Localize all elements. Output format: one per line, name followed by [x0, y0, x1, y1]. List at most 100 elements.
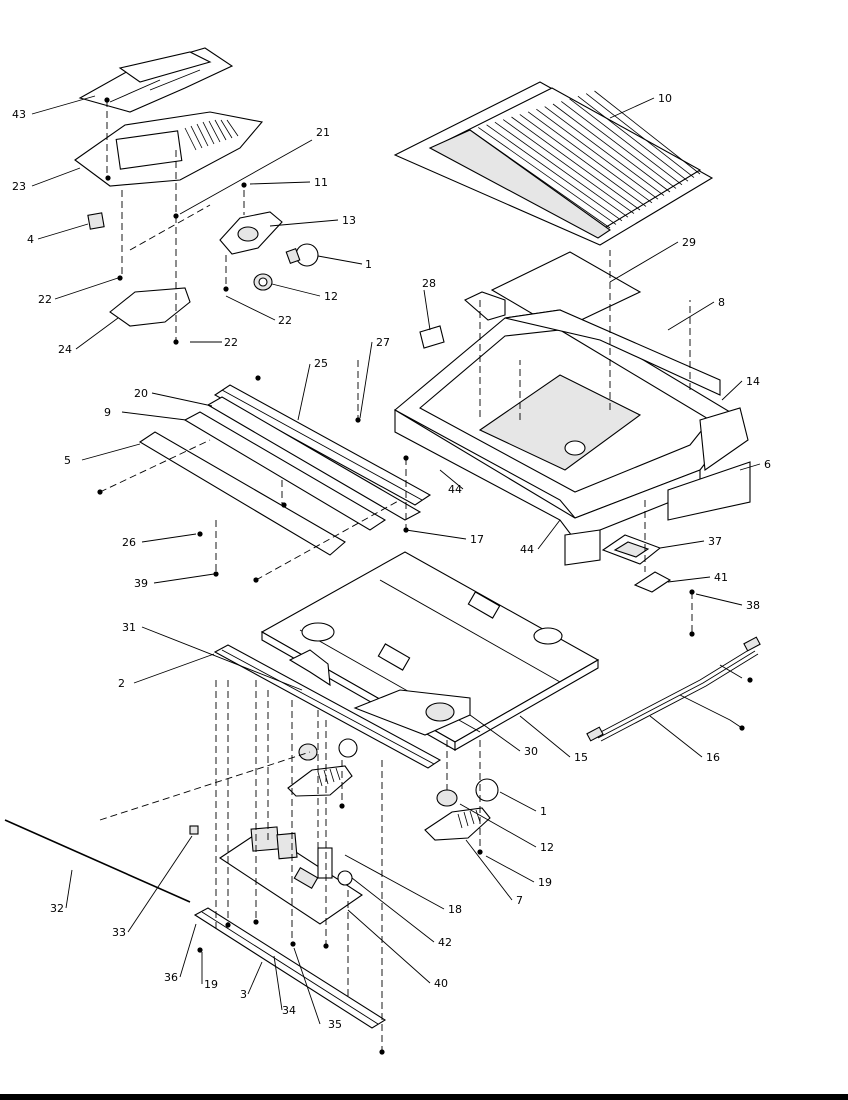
- shelf-rib: [544, 106, 665, 196]
- leader-line: [31, 95, 96, 115]
- callout-34: 34: [282, 1004, 296, 1017]
- part-1-bulb-upper: [285, 243, 319, 267]
- leader-line: [293, 947, 321, 1025]
- callout-37: 37: [708, 535, 722, 548]
- part-31-duct: [288, 649, 331, 687]
- leader-line: [141, 626, 303, 691]
- callout-29: 29: [682, 236, 696, 249]
- leader-line: [465, 839, 513, 901]
- leader-line: [351, 877, 435, 943]
- callout-1: 1: [540, 805, 547, 818]
- callout-14: 14: [746, 375, 760, 388]
- shelf-rib: [577, 95, 689, 182]
- callout-31: 31: [122, 621, 136, 634]
- callout-27: 27: [376, 336, 390, 349]
- callout-44: 44: [520, 543, 534, 556]
- callout-4: 4: [27, 233, 34, 246]
- callout-41: 41: [714, 571, 728, 584]
- callout-15: 15: [574, 751, 588, 764]
- callout-30: 30: [524, 745, 538, 758]
- part-24-bracket: [109, 287, 191, 327]
- part-40-control-board: [219, 826, 363, 925]
- leader-line: [54, 277, 119, 300]
- leader-line: [179, 923, 197, 978]
- fastener-dot: [241, 182, 247, 188]
- leader-line: [37, 223, 89, 240]
- callout-42: 42: [438, 936, 452, 949]
- callout-6: 6: [764, 458, 771, 471]
- part-16-harness: [586, 636, 761, 742]
- leader-lines: [31, 95, 761, 1025]
- part-33-clip: [189, 825, 199, 835]
- fastener-dot: [747, 677, 753, 683]
- part-41-bracket: [633, 571, 672, 593]
- callout-12: 12: [540, 841, 554, 854]
- leader-line: [179, 139, 313, 215]
- shelf-rib: [569, 98, 683, 186]
- callout-20: 20: [134, 387, 148, 400]
- part-main-frame: [394, 291, 749, 541]
- leader-line: [317, 255, 363, 265]
- callout-38: 38: [746, 599, 760, 612]
- part-37-box: [601, 534, 662, 565]
- fastener-dot: [197, 947, 203, 953]
- leader-line: [249, 181, 311, 185]
- fastener-dot: [117, 275, 123, 281]
- leader-line: [485, 855, 535, 883]
- callout-23: 23: [12, 180, 26, 193]
- foam-block: [564, 529, 601, 566]
- part-20-strip: [206, 396, 422, 521]
- assembly-line: [99, 439, 211, 493]
- fastener-dot: [739, 725, 745, 731]
- part-5-strip: [138, 431, 346, 556]
- leader-line: [153, 573, 215, 584]
- fastener-dot: [105, 175, 111, 181]
- shelf-rib: [552, 103, 671, 193]
- part-3-rail: [193, 907, 387, 1029]
- leader-line: [344, 854, 445, 910]
- callout-35: 35: [328, 1018, 342, 1031]
- leader-line: [667, 576, 711, 583]
- shelf-rib: [511, 116, 641, 211]
- leader-line: [423, 289, 431, 331]
- leader-line: [141, 533, 197, 543]
- callout-28: 28: [422, 277, 436, 290]
- callout-26: 26: [122, 536, 136, 549]
- part-12-socket-upper: [253, 273, 273, 291]
- part-43-cover: [78, 47, 234, 113]
- leader-line: [359, 341, 373, 419]
- fastener-dot: [253, 919, 259, 925]
- part-28-label: [419, 325, 445, 349]
- callout-44: 44: [448, 483, 462, 496]
- callout-labels: 43 23 4 22 24 22 21 11 13 1 12 22 10 29 …: [12, 92, 771, 1031]
- lower-lamp-left: [287, 738, 358, 797]
- fastener-dot: [197, 531, 203, 537]
- callout-21: 21: [316, 126, 330, 139]
- shelf-rib: [527, 111, 653, 204]
- callout-10: 10: [658, 92, 672, 105]
- callout-9: 9: [104, 406, 111, 419]
- callout-25: 25: [314, 357, 328, 370]
- shelf-rib: [561, 101, 677, 189]
- page-bottom-rule: [0, 1094, 848, 1100]
- callout-22: 22: [278, 314, 292, 327]
- shelf-rib: [502, 119, 635, 214]
- callout-2: 2: [118, 677, 125, 690]
- part-25-rail: [213, 384, 432, 506]
- assembly-lines: [99, 100, 693, 1052]
- callout-33: 33: [112, 926, 126, 939]
- leader-line: [225, 295, 276, 321]
- fastener-dot: [213, 571, 219, 577]
- callout-1: 1: [365, 258, 372, 271]
- leader-line: [739, 463, 761, 471]
- part-13-socket: [219, 211, 283, 255]
- leader-line: [721, 380, 743, 401]
- leader-line: [151, 392, 213, 407]
- leader-line: [659, 540, 705, 549]
- callout-39: 39: [134, 577, 148, 590]
- part-32-rod: [4, 819, 191, 903]
- shelf-rib: [519, 114, 647, 207]
- part-6-side-panel: [667, 461, 751, 521]
- leader-line: [297, 363, 311, 421]
